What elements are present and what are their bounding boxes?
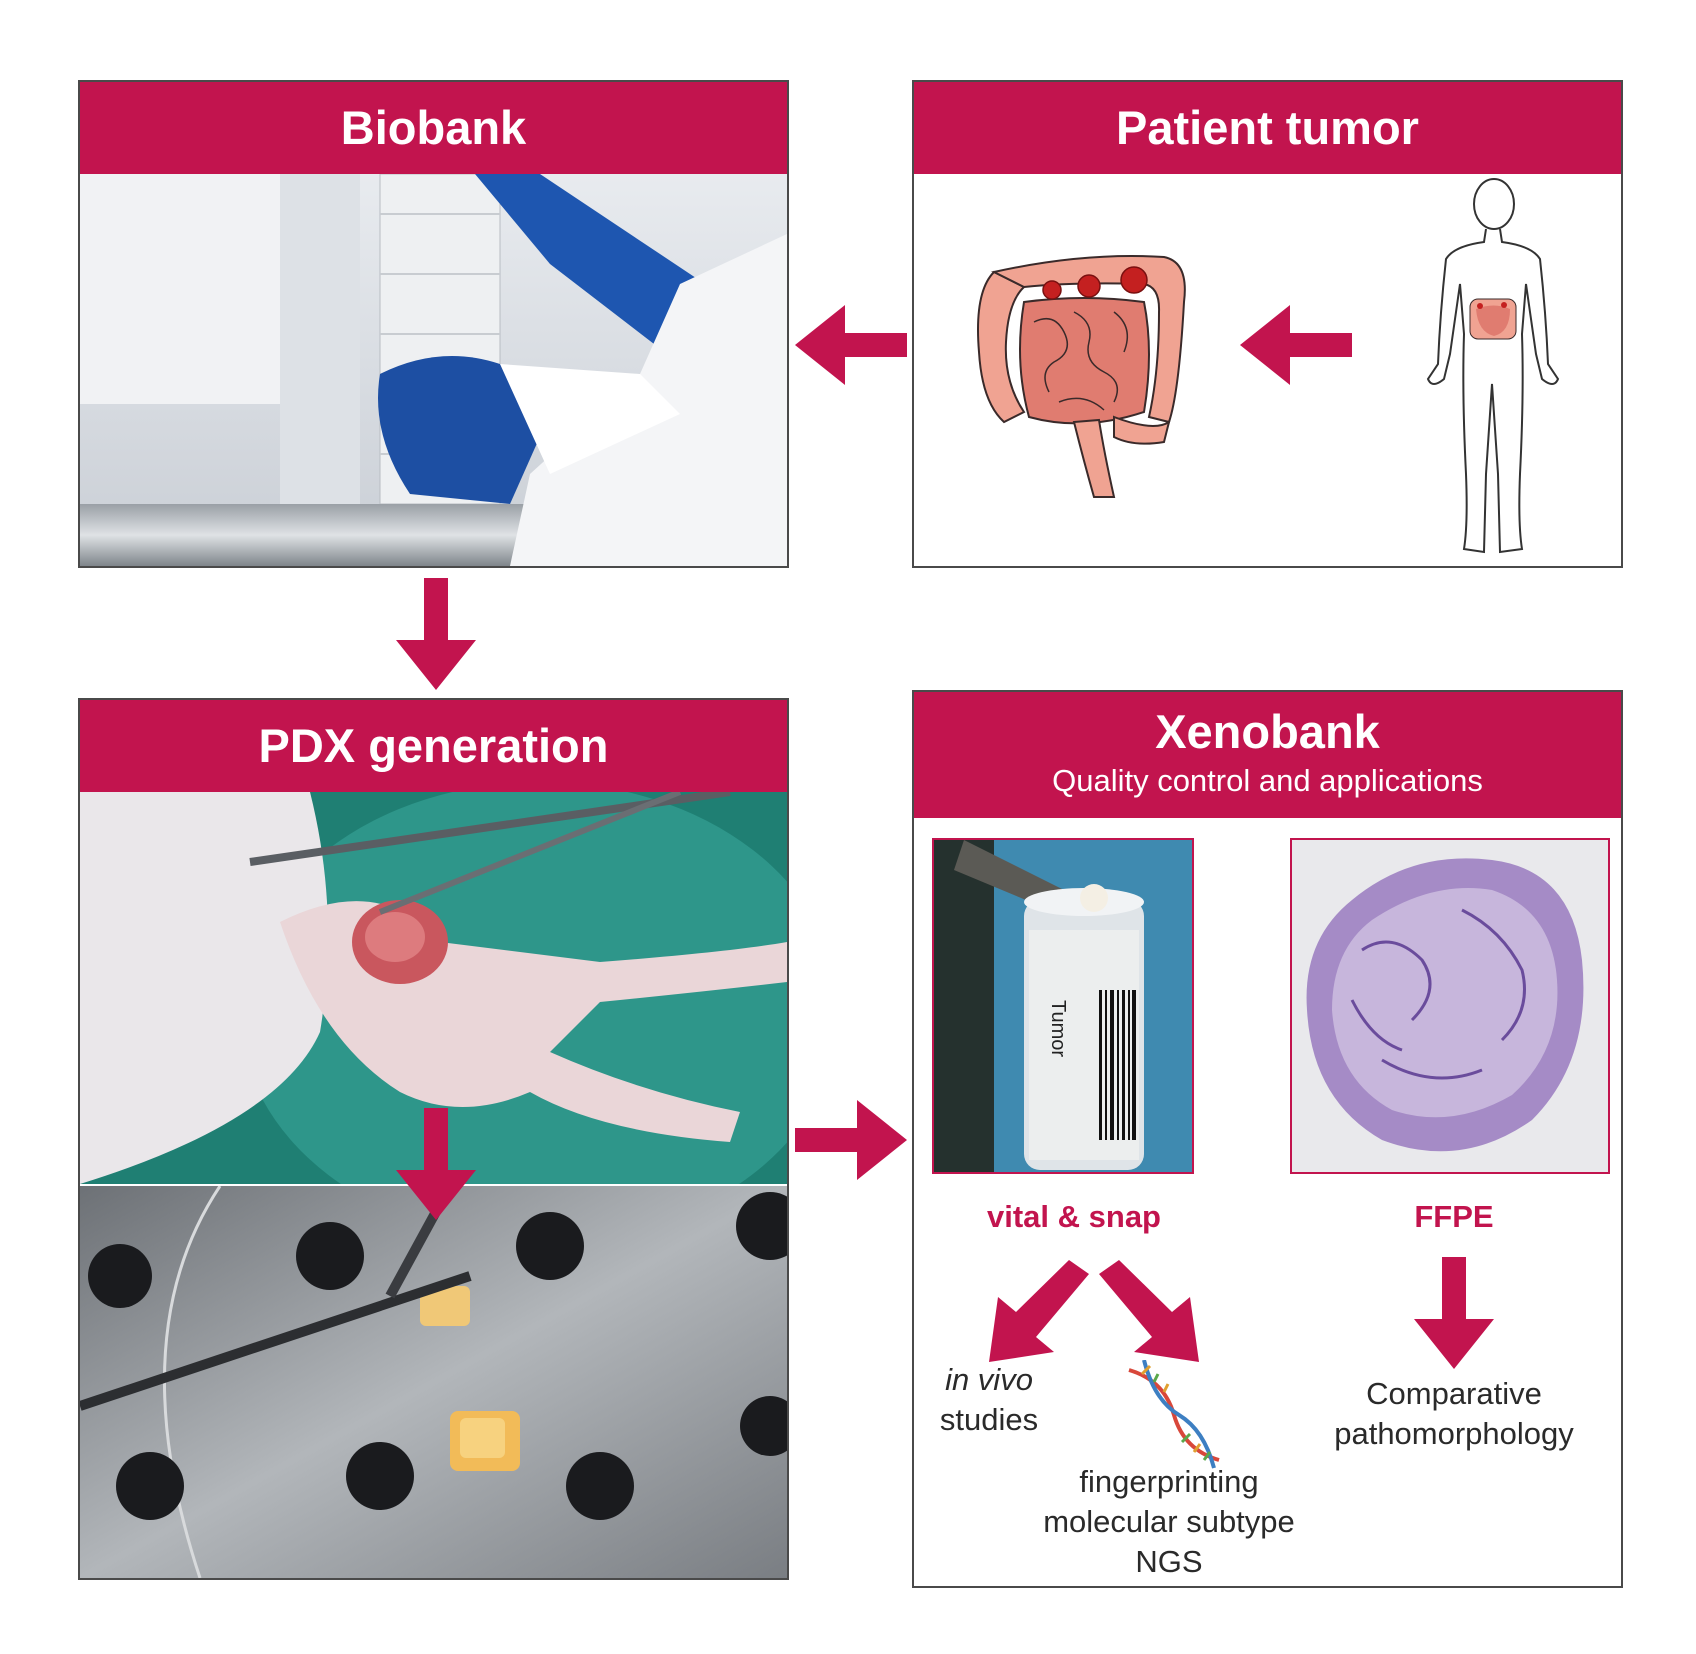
studies-text: studies — [939, 1402, 1039, 1437]
arrow-tumor-to-biobank — [795, 305, 907, 385]
patient-tumor-header: Patient tumor — [914, 82, 1621, 174]
arrow-pdx-internal — [396, 1108, 476, 1220]
in-vivo-studies-label: in vivo studies — [914, 1360, 1064, 1440]
biobank-title: Biobank — [340, 101, 527, 154]
dna-icon — [1128, 1360, 1220, 1469]
pdx-generation-header: PDX generation — [80, 700, 787, 792]
comparative-text: Comparative — [1366, 1376, 1542, 1411]
ngs-text: NGS — [1135, 1544, 1203, 1579]
ffpe-histology-photo — [1290, 838, 1610, 1174]
molecular-subtype-text: molecular subtype — [1043, 1504, 1295, 1539]
arrow-pdx-to-xenobank — [795, 1100, 907, 1180]
ffpe-label: FFPE — [1414, 1199, 1494, 1234]
human-figure-illustration — [1426, 178, 1560, 554]
biobank-photo — [80, 174, 787, 566]
xenobank-panel: Xenobank Quality control and application… — [912, 690, 1623, 1588]
vial-label: Tumor — [1047, 1000, 1069, 1057]
fingerprinting-label: fingerprinting molecular subtype NGS — [1024, 1462, 1314, 1582]
biobank-panel: Biobank — [78, 80, 789, 568]
xenobank-subtitle: Quality control and applications — [1052, 763, 1483, 798]
arrow-biobank-to-pdx — [396, 578, 476, 690]
pdx-tumor-cutting-photo — [80, 1186, 787, 1578]
arrow-to-fingerprinting — [1099, 1260, 1199, 1362]
vital-snap-label: vital & snap — [987, 1199, 1161, 1234]
pdx-generation-title: PDX generation — [258, 719, 609, 772]
in-vivo-text: in vivo — [945, 1362, 1033, 1397]
vial-photo: Tumor — [932, 838, 1194, 1174]
arrow-body-to-colon — [1240, 305, 1352, 385]
pdx-surgery-photo — [80, 792, 787, 1184]
pathomorphology-text: pathomorphology — [1334, 1416, 1574, 1451]
patient-tumor-title: Patient tumor — [1116, 101, 1419, 154]
xenobank-title: Xenobank — [1155, 705, 1380, 758]
arrow-to-in-vivo — [989, 1260, 1089, 1362]
biobank-header: Biobank — [80, 82, 787, 174]
colon-illustration — [977, 255, 1186, 498]
arrow-to-pathomorphology — [1414, 1257, 1494, 1369]
comparative-pathomorphology-label: Comparative pathomorphology — [1304, 1374, 1604, 1454]
fingerprinting-text: fingerprinting — [1079, 1464, 1259, 1499]
xenobank-header: Xenobank Quality control and application… — [914, 692, 1621, 818]
